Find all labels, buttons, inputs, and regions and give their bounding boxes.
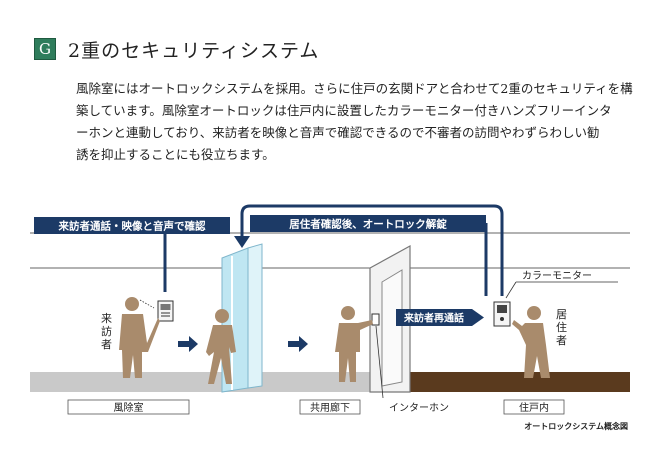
floor-residence [410,372,630,392]
visitor-figure-1 [119,297,160,378]
banner-recall [396,309,472,326]
intercom-leader-line [375,325,384,399]
residence-door-leaf [381,269,403,387]
banner-recall-text: 来訪者再通話 [403,312,464,325]
unlock-arrowhead [234,236,250,248]
description-line: ーホンと連動しており、来訪者を映像と音声で確認できるので不審者の訪問やわずらわし… [76,125,600,140]
banner-unlock [250,215,486,232]
flow-arrow-2 [288,336,308,352]
label-visitor: 来 訪 者 [101,312,116,351]
resident-figure [512,306,550,378]
description-line: 築しています。風除室オートロックは住戸内に設置したカラーモニター付きハンズフリー… [76,103,612,118]
zone-vestibule-box [67,399,190,415]
visitor-figure-3 [335,306,373,382]
label-visitor-char: 訪 [101,324,112,338]
diagram-caption: オートロックシステム概念図 [524,421,628,431]
label-visitor-char: 来 [101,312,112,325]
door-intercom-icon [371,313,380,326]
section-title: 2重のセキュリティシステム [68,39,320,62]
banner-unlock-text: 居住者確認後、オートロック解錠 [289,218,447,231]
zone-residence-box [503,399,565,415]
label-resident: 居 住 者 [556,308,571,347]
description-paragraph: 風除室にはオートロックシステムを採用。さらに住戸の玄関ドアと合わせて2重のセキュ… [76,78,633,166]
flow-arrow-1 [178,336,198,352]
monitor-leader-line [505,281,517,299]
zone-residence-label: 住戸内 [519,401,549,414]
zone-corridor-label: 共用廊下 [310,401,350,414]
flow-line-unlock [240,204,504,296]
label-intercom: インターホン [389,402,449,414]
label-visitor-char: 者 [101,338,112,351]
label-resident-char: 者 [556,334,567,347]
voice-signal [139,299,155,309]
intercom-panel-screen [160,304,171,310]
banner-visitor-call-text: 来訪者通話・映像と音声で確認 [58,220,206,233]
color-monitor-screen [497,305,507,313]
glass-door-right [247,243,263,389]
description-line: 風除室にはオートロックシステムを採用。さらに住戸の玄関ドアと合わせて2重のセキュ… [76,81,633,96]
section-header: G 2重のセキュリティシステム [34,36,319,62]
description-line: 誘を抑止することにも役立ちます。 [76,147,275,162]
visitor-figure-2 [206,309,236,384]
banner-visitor-call [34,217,230,234]
label-resident-char: 居 [556,308,567,321]
label-color-monitor: カラーモニター [522,270,592,282]
section-badge: G [34,38,56,60]
zone-vestibule-label: 風除室 [114,401,144,414]
zone-corridor-box [299,399,361,415]
label-resident-char: 住 [556,320,567,334]
recall-arrowhead [472,309,484,326]
color-monitor-button [500,317,504,321]
